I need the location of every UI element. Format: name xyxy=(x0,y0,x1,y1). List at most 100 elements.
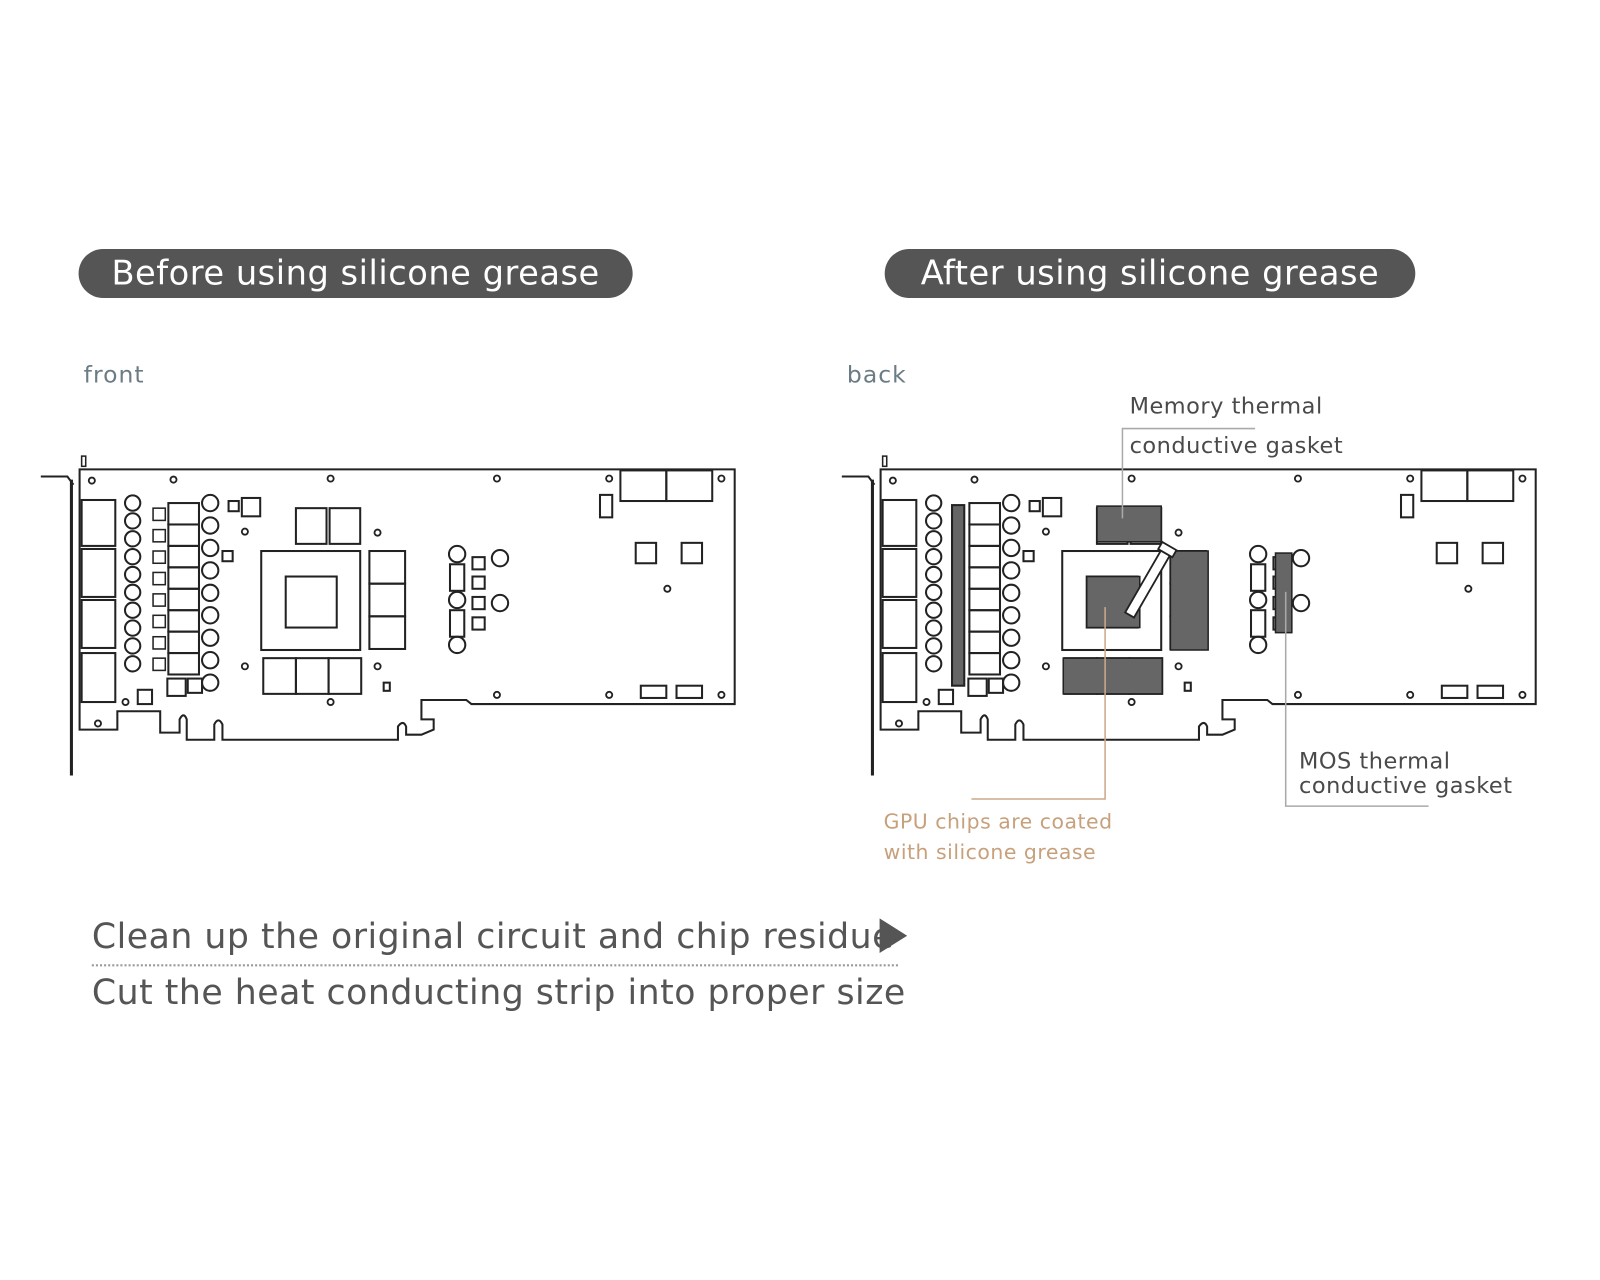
mounting-hole xyxy=(1293,474,1302,483)
capacitor xyxy=(490,548,510,568)
capacitor xyxy=(123,619,142,637)
display-port xyxy=(881,652,918,704)
inductor xyxy=(968,502,1002,526)
gpu-package xyxy=(1061,549,1163,652)
display-port xyxy=(881,598,918,649)
step-clean: Clean up the original circuit and chip r… xyxy=(91,916,895,958)
capacitor xyxy=(123,547,142,566)
mos-leader-line xyxy=(1284,591,1429,807)
mounting-hole xyxy=(121,698,130,707)
capacitor xyxy=(1002,538,1021,558)
inductor xyxy=(167,652,200,676)
capacitor xyxy=(924,619,943,637)
dotted-divider xyxy=(91,964,898,967)
mounting-hole xyxy=(922,698,931,707)
memory-chip xyxy=(368,549,407,585)
capacitor xyxy=(123,655,142,673)
capacitor xyxy=(123,637,142,655)
connector xyxy=(1420,469,1469,503)
mounting-hole xyxy=(373,528,382,537)
mounting-hole xyxy=(87,476,96,485)
capacitor xyxy=(1002,628,1021,647)
capacitor xyxy=(1002,673,1021,692)
inductor xyxy=(167,587,200,612)
inductor xyxy=(968,609,1002,633)
mos-component xyxy=(448,563,466,592)
memory-label-line1: Memory thermal xyxy=(1129,393,1323,420)
capacitor xyxy=(1002,606,1021,625)
mounting-hole xyxy=(888,476,897,485)
inductor xyxy=(968,587,1002,612)
memory-chip xyxy=(368,615,407,650)
annotation-leaders xyxy=(971,427,1429,807)
smd-component xyxy=(1041,496,1063,518)
inductor xyxy=(968,630,1002,655)
mos-gasket-label: MOS thermal conductive gasket xyxy=(1299,749,1513,799)
mounting-hole xyxy=(1174,662,1183,671)
smd-component xyxy=(240,496,262,518)
smd-component xyxy=(1183,681,1192,692)
connector xyxy=(598,493,614,519)
inductor xyxy=(167,566,200,590)
smd-component xyxy=(227,499,240,513)
mos-component xyxy=(1249,563,1267,592)
display-port xyxy=(80,547,117,598)
capacitor xyxy=(924,655,943,673)
connector xyxy=(675,684,704,699)
play-arrow-icon xyxy=(879,918,908,954)
smd-component xyxy=(152,528,167,543)
memory-chip xyxy=(327,657,363,695)
connector xyxy=(1466,469,1515,503)
capacitor xyxy=(201,628,220,647)
mounting-hole xyxy=(1293,690,1302,699)
inductor xyxy=(167,630,200,655)
gpu-label-line1: GPU chips are coated xyxy=(883,809,1113,834)
gpu-label-line2: with silicone grease xyxy=(883,839,1097,865)
pcb-outline xyxy=(78,468,736,741)
mounting-hole xyxy=(1518,690,1527,699)
before-title-pill: Before using silicone grease xyxy=(78,248,633,298)
smd-component xyxy=(937,688,955,706)
capacitor xyxy=(123,530,142,548)
mos-component xyxy=(471,616,486,631)
mos-component xyxy=(471,595,486,611)
capacitor xyxy=(1291,548,1311,568)
display-port xyxy=(881,547,918,598)
memory-thermal-gasket xyxy=(1062,657,1164,695)
smd-component xyxy=(166,677,187,697)
inductor xyxy=(968,566,1002,590)
smd-component xyxy=(1028,499,1041,513)
syringe-cap xyxy=(1156,540,1178,559)
memory-thermal-gasket xyxy=(1096,505,1162,543)
smd-component xyxy=(152,571,167,586)
capacitor xyxy=(924,494,943,512)
inductor xyxy=(167,523,200,547)
memory-gasket-label: Memory thermal conductive gasket xyxy=(1130,392,1344,462)
capacitor xyxy=(201,673,220,692)
connector xyxy=(639,684,668,699)
capacitor xyxy=(1291,593,1311,613)
grease-syringe-icon xyxy=(1123,540,1178,619)
inductor xyxy=(167,502,200,526)
front-board xyxy=(40,455,736,776)
capacitor xyxy=(447,544,467,564)
connector xyxy=(665,469,714,503)
mounting-hole xyxy=(1127,698,1136,707)
smd-component xyxy=(1022,549,1035,563)
back-label: back xyxy=(846,362,907,389)
capacitor xyxy=(1002,583,1021,603)
capacitor xyxy=(924,512,943,530)
display-port xyxy=(80,598,117,649)
connector xyxy=(634,541,658,565)
memory-thermal-gasket xyxy=(1169,550,1209,651)
smd-component xyxy=(152,550,167,565)
smd-component xyxy=(152,614,167,629)
memory-chip xyxy=(294,657,330,695)
display-port xyxy=(881,498,918,547)
mounting-hole xyxy=(1041,527,1050,536)
after-title-pill: After using silicone grease xyxy=(884,248,1416,298)
mos-component xyxy=(1249,609,1267,638)
display-port xyxy=(80,652,117,704)
smd-component xyxy=(967,677,988,697)
capacitor xyxy=(201,651,220,670)
